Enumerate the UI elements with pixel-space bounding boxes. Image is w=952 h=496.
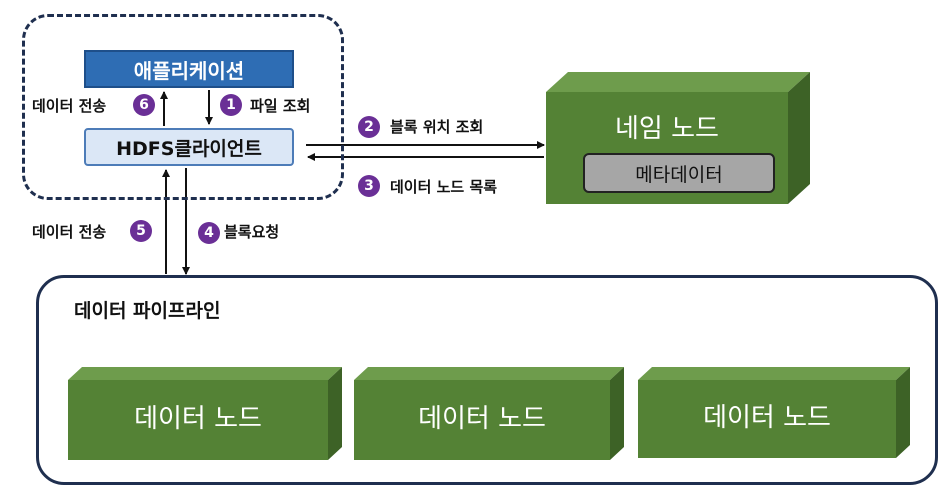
pipeline-title: 데이터 파이프라인 — [74, 300, 221, 322]
metadata-box: 메타데이터 — [583, 153, 775, 193]
data-node-label-1: 데이터 노드 — [134, 404, 262, 434]
name-node-title: 네임 노드 — [615, 114, 719, 144]
data-pipeline-group — [36, 275, 938, 485]
step-badge-4: 4 — [198, 222, 220, 244]
application-box: 애플리케이션 — [84, 50, 294, 88]
data-node-box-3 — [638, 367, 910, 458]
step-label-3: 데이터 노드 목록 — [390, 178, 498, 196]
data-node-label-3: 데이터 노드 — [703, 403, 831, 433]
data-node-box-1 — [68, 367, 342, 460]
step-badge-2: 2 — [358, 116, 380, 138]
step-label-6: 데이터 전송 — [32, 97, 107, 115]
data-node-box-2 — [354, 367, 624, 460]
step-badge-1: 1 — [220, 94, 242, 116]
client-side-group — [22, 14, 344, 200]
data-node-label-2: 데이터 노드 — [418, 404, 546, 434]
step-badge-6: 6 — [133, 94, 155, 116]
step-label-4: 블록요청 — [224, 223, 280, 241]
hdfs-client-box: HDFS클라이언트 — [84, 128, 294, 166]
step-label-5: 데이터 전송 — [32, 223, 107, 241]
step-badge-3: 3 — [358, 175, 380, 197]
step-label-1: 파일 조회 — [250, 97, 311, 115]
step-badge-5: 5 — [130, 220, 152, 242]
step-label-2: 블록 위치 조회 — [390, 118, 484, 136]
